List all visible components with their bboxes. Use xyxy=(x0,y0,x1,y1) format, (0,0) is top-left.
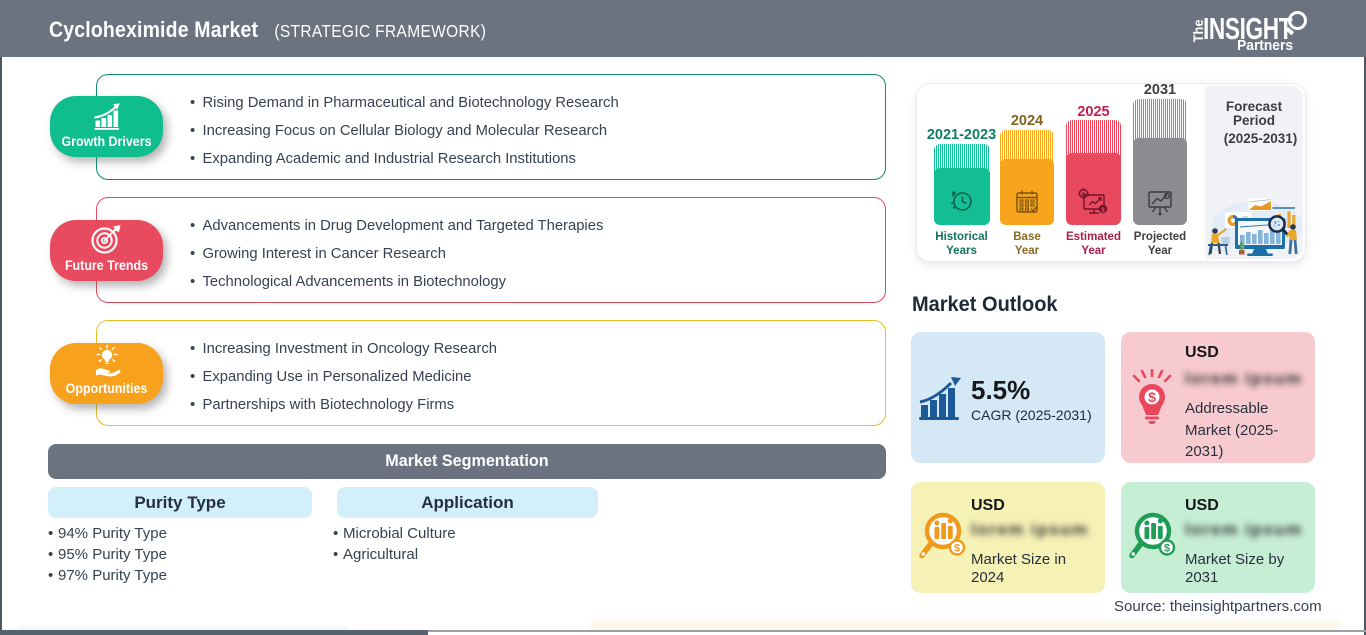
svg-text:$: $ xyxy=(954,543,960,555)
svg-text:A: A xyxy=(1081,191,1086,198)
svg-text:$: $ xyxy=(1101,207,1105,214)
svg-text:$: $ xyxy=(1148,389,1156,405)
svg-text:$: $ xyxy=(1164,543,1170,555)
